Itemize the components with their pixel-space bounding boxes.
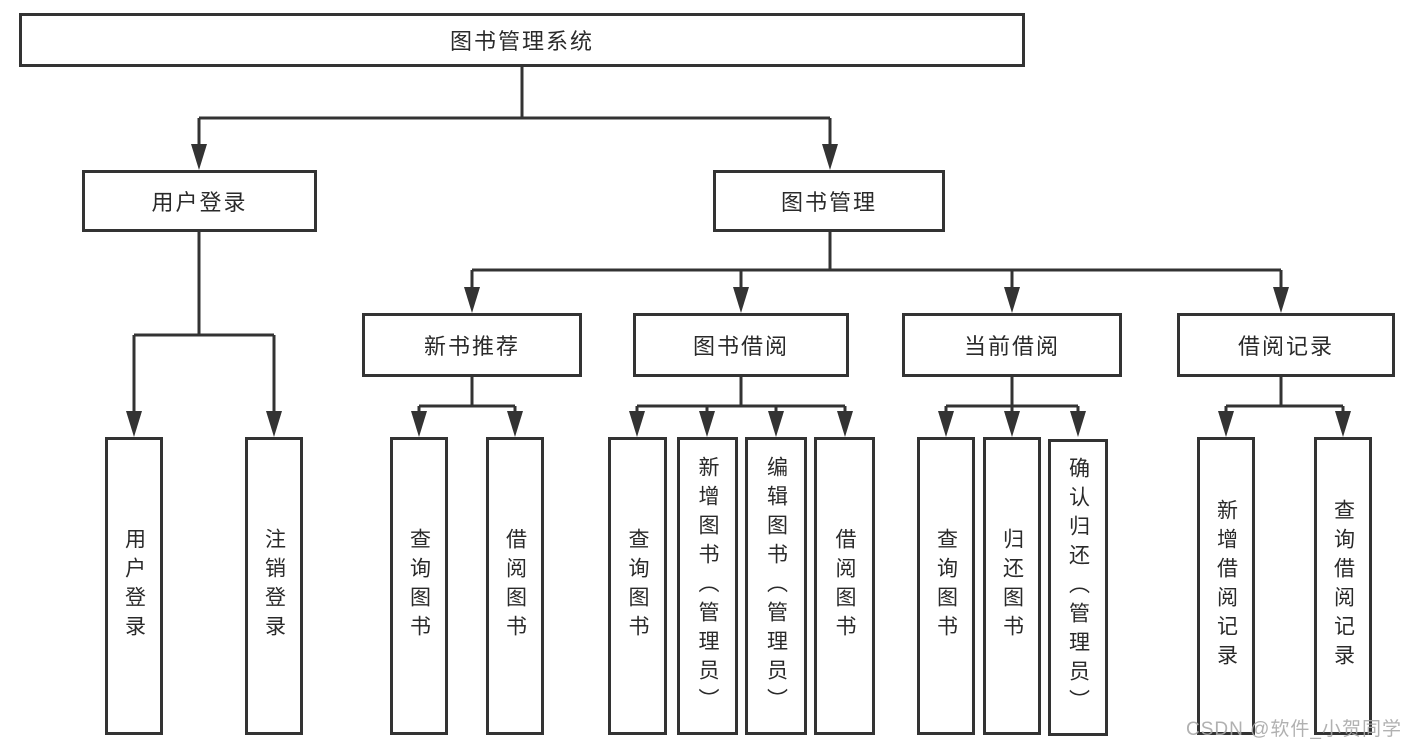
- connector-borrow-records-to-leaves: [1218, 377, 1351, 437]
- leaf-logout: 注销登录: [245, 437, 303, 735]
- connector-root-to-level2: [191, 66, 838, 170]
- connector-new-book-to-leaves: [411, 377, 523, 437]
- connector-user-login-to-leaves: [126, 232, 282, 437]
- connector-book-management-to-level3: [464, 232, 1289, 313]
- leaf-borrow-books-recommend: 借阅图书: [486, 437, 544, 735]
- node-new-book-recommend: 新书推荐: [362, 313, 582, 377]
- leaf-add-books-admin: 新增图书（管理员）: [677, 437, 738, 735]
- leaf-add-borrow-record: 新增借阅记录: [1197, 437, 1255, 735]
- connector-current-borrow-to-leaves: [938, 377, 1086, 437]
- node-borrow-records: 借阅记录: [1177, 313, 1395, 377]
- leaf-query-books-current: 查询图书: [917, 437, 975, 735]
- leaf-confirm-return-admin: 确认归还（管理员）: [1048, 439, 1108, 736]
- leaf-borrow-books: 借阅图书: [814, 437, 875, 735]
- leaf-query-books-recommend: 查询图书: [390, 437, 448, 735]
- leaf-user-login: 用户登录: [105, 437, 163, 735]
- leaf-query-borrow-record: 查询借阅记录: [1314, 437, 1372, 735]
- leaf-query-books-borrow: 查询图书: [608, 437, 667, 735]
- node-book-management: 图书管理: [713, 170, 945, 232]
- csdn-watermark: CSDN @软件_小贺同学: [1186, 719, 1402, 740]
- leaf-edit-books-admin: 编辑图书（管理员）: [745, 437, 807, 735]
- node-book-borrow: 图书借阅: [633, 313, 849, 377]
- connector-book-borrow-to-leaves: [629, 377, 853, 437]
- node-user-login: 用户登录: [82, 170, 317, 232]
- leaf-return-books: 归还图书: [983, 437, 1041, 735]
- node-current-borrow: 当前借阅: [902, 313, 1122, 377]
- node-root-library-system: 图书管理系统: [19, 13, 1025, 67]
